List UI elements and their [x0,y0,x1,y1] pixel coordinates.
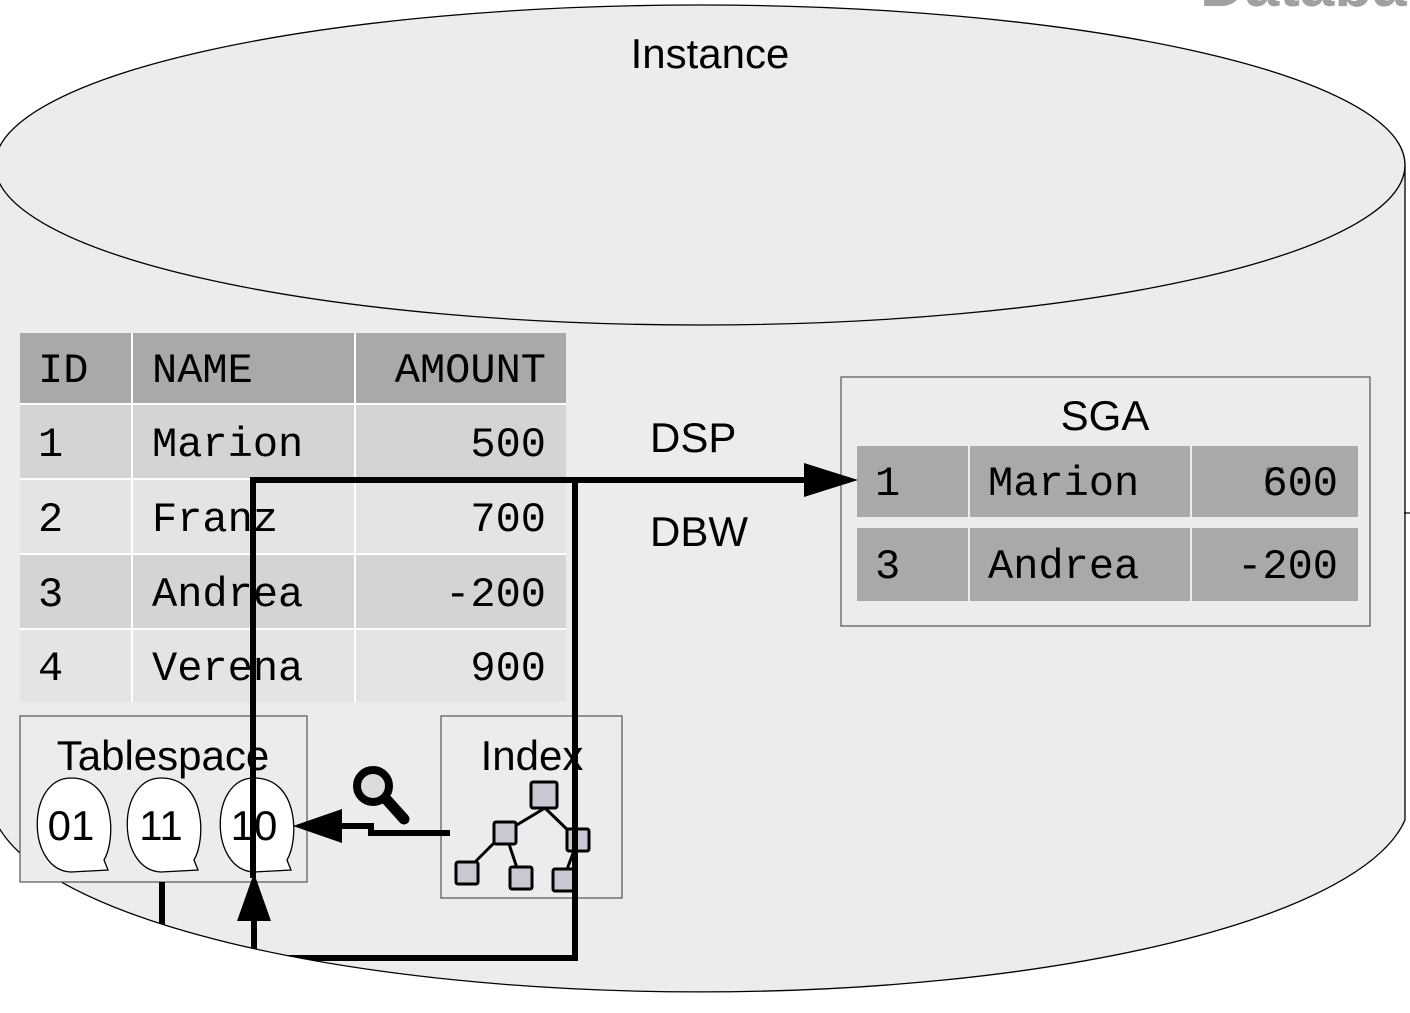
data-block-shape [36,777,112,873]
index-label: Index [481,732,584,779]
magnifier-icon [353,766,410,825]
index-box: Index [440,715,623,899]
table-header-id: ID [38,347,88,395]
table-cell-name: Franz [152,496,278,544]
data-table: ID NAME AMOUNT 1 Marion 500 2 Franz 700 … [20,333,566,702]
arrows [159,463,1405,992]
table-header-amount: AMOUNT [395,347,546,395]
sga-cell-id: 1 [875,460,900,508]
arrowhead-lookup [293,809,342,843]
arrowhead-sga [804,463,858,497]
table-row-bg [20,554,566,629]
sga-cell-name: Andrea [988,543,1139,591]
table-cell-id: 2 [38,496,63,544]
sga-cell-bg [857,446,968,517]
table-cell-name: Verena [152,645,303,693]
tablespace-box: Tablespace 01 11 10 [19,715,308,883]
cylinder-top [0,4,1406,326]
sga-cell-bg [1192,446,1358,517]
arrow-read-to-sga [250,477,816,878]
data-block-label: 01 [48,802,95,849]
sga-title: SGA [1061,392,1150,439]
sga-cell-name: Marion [988,460,1139,508]
data-block-label: 11 [139,802,183,849]
table-row-bg [20,629,566,702]
arrow-dbw-write [159,882,1405,992]
process-label-dbw: DBW [650,508,748,555]
process-label-dsp: DSP [650,414,736,461]
arrowhead-tablespace [237,873,271,921]
table-cell-amount: 700 [470,496,546,544]
database-title-fragment: Databa [1200,0,1407,20]
sga-cell-bg [970,528,1190,601]
sga-cell-id: 3 [875,543,900,591]
sga-cell-bg [970,446,1190,517]
table-cell-name: Andrea [152,571,303,619]
sga-cell-bg [1192,528,1358,601]
table-cell-id: 3 [38,571,63,619]
table-cell-amount: 500 [470,421,546,469]
arrow-index-to-tablespace [251,480,578,961]
sga-box: SGA 1 Marion 500 600 3 Andrea -200 [840,376,1371,627]
table-header-name: NAME [152,347,253,395]
sga-cell-bg [857,528,968,601]
instance-label: Instance [631,30,790,77]
sga-cell-amount: 600 [1262,460,1338,508]
tablespace-label: Tablespace [57,732,269,779]
table-cell-amount: -200 [445,571,546,619]
sga-cell-amount: -200 [1237,543,1338,591]
table-header-bg [20,333,566,404]
table-row-bg [20,404,566,479]
table-row-bg [20,479,566,554]
table-cell-amount: 900 [470,645,546,693]
sga-overwritten-amount: 500 [1262,460,1338,508]
table-cell-id: 4 [38,645,63,693]
table-cell-name: Marion [152,421,303,469]
arrow-index-lookup [338,823,450,836]
data-block-shape [126,777,202,873]
table-cell-id: 1 [38,421,63,469]
